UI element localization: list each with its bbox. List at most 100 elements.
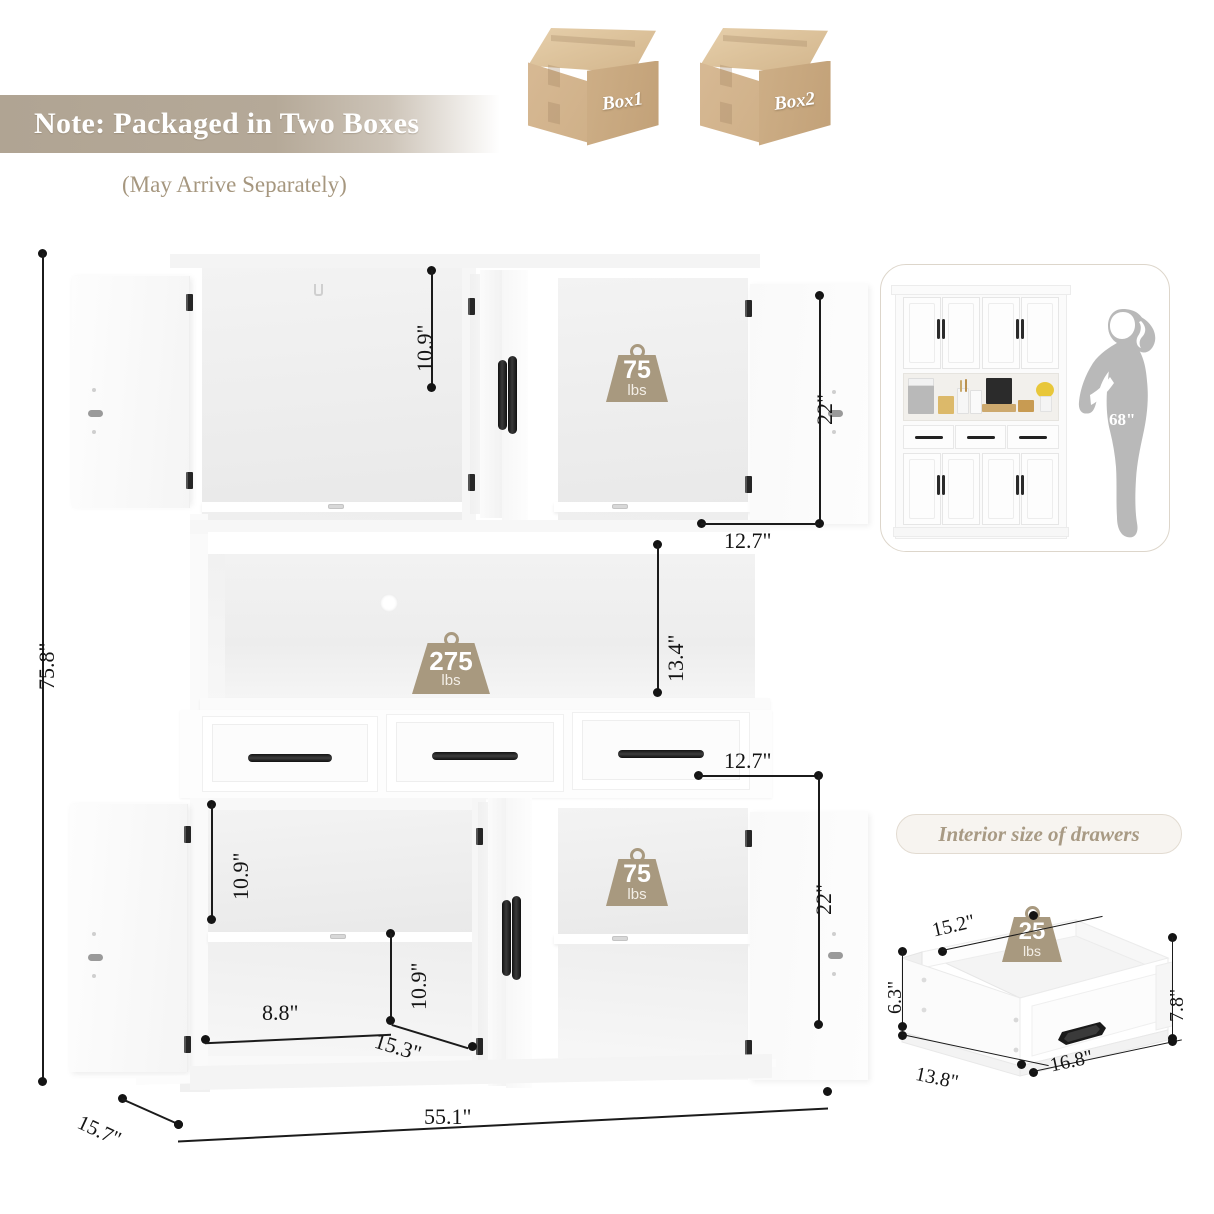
bottom-right-shelf-peg (612, 936, 628, 941)
mini-upper-handle-1[interactable] (937, 319, 940, 339)
bottom-left-door2[interactable] (488, 798, 508, 1086)
scale-reference-card: 68" (880, 264, 1170, 552)
bottom-right-door1-handle[interactable] (502, 900, 511, 976)
top-right-door1-handle-b[interactable] (508, 356, 517, 434)
bottom-right-door2-dot-lower (832, 972, 836, 976)
prop-chalkboard (986, 378, 1012, 404)
dim-bottom-upper-clearance-label: 10.9" (228, 852, 253, 900)
bottom-right-interior-lower (558, 944, 748, 1064)
top-right-door2-dot-lower (832, 430, 836, 434)
mini-upper-door-4[interactable] (1021, 297, 1059, 369)
top-shelf-weight-unit: lbs (627, 381, 647, 399)
bottom-left-door-dot-lower (92, 974, 96, 978)
drawer-handle-3[interactable] (618, 750, 704, 758)
mini-cabinet-crown (891, 285, 1071, 295)
mini-lower-door-4[interactable] (1021, 453, 1059, 525)
top-right-door2[interactable] (750, 284, 868, 524)
dim-bot-door-h-dot-bottom (814, 1020, 823, 1029)
dim-width-dot-right (823, 1087, 832, 1096)
top-shelf-weight-value: 75 (623, 356, 651, 385)
dim-middle-clear-line (657, 544, 659, 691)
dim-drawer-left-line (902, 951, 904, 1025)
bottom-right-door1-handle-b[interactable] (512, 896, 521, 980)
drawer-front-1-inset (212, 724, 368, 782)
dim-drawer-left-label: 6.3" (884, 980, 906, 1014)
dim-drawer-right-label: 7.8" (1166, 988, 1188, 1022)
drawer-handle-1[interactable] (248, 754, 332, 762)
dim-top-door-width-label: 12.7" (724, 528, 772, 553)
mini-cabinet (891, 285, 1071, 539)
top-left-door2[interactable] (480, 270, 502, 518)
bottom-right-door2-dot-upper (832, 932, 836, 936)
bottom-left-door[interactable] (70, 804, 188, 1072)
mini-open-shelf (903, 373, 1059, 421)
prop-bowl (1018, 400, 1034, 412)
package-note-text: Note: Packaged in Two Boxes (34, 107, 420, 140)
prop-canister-2 (970, 390, 982, 414)
bottom-left-top-panel (208, 798, 472, 810)
top-right-door1-handle[interactable] (498, 360, 507, 430)
drawer-handle-2[interactable] (432, 752, 518, 760)
top-left-door-latch (88, 410, 103, 417)
bottom-right-door2[interactable] (750, 812, 868, 1080)
bottom-left-interior-lower (208, 942, 472, 1062)
bottom-left-door2-hinge-lower (476, 1038, 483, 1055)
mini-lower-door-3[interactable] (982, 453, 1020, 525)
dim-middle-clear-dot-bottom (653, 688, 662, 697)
middle-weight-value: 275 (429, 645, 473, 676)
top-left-door-hinge-upper (186, 294, 193, 311)
drawer-card-title: Interior size of drawers (938, 821, 1140, 846)
prop-utensil-1 (960, 380, 962, 392)
top-left-door2-hinge-upper (468, 298, 475, 315)
bottom-left-door-latch (88, 954, 103, 961)
bottom-left-door-dot-upper (92, 932, 96, 936)
top-left-interior-upper (202, 268, 462, 508)
mini-upper-handle-3[interactable] (1016, 319, 1019, 339)
mini-drawer-2[interactable] (955, 425, 1006, 449)
prop-utensil-2 (965, 379, 967, 392)
dim-top-shelf-clearance-label: 10.9" (412, 324, 437, 372)
mini-lower-handle-3[interactable] (1016, 475, 1019, 495)
package-note-banner: Note: Packaged in Two Boxes (0, 95, 500, 153)
dim-bottom-door-width-label: 12.7" (724, 748, 772, 773)
top-right-door2-hinge-lower (745, 476, 752, 493)
bottom-shelf-weight-badge: 75 lbs (606, 848, 668, 906)
top-right-shelf (554, 502, 750, 512)
top-right-shelf-peg (612, 504, 628, 509)
dim-bot-low-clear-dot-bottom (386, 1016, 395, 1025)
mini-upper-door-2[interactable] (942, 297, 980, 369)
mini-drawer-3[interactable] (1007, 425, 1059, 449)
prop-snack-jar (938, 396, 954, 414)
mini-lower-handle-4[interactable] (1021, 475, 1024, 495)
box2-tape-upper (720, 64, 732, 87)
dim-top-door-h-line (819, 295, 821, 522)
dim-bot-door-h-line (818, 775, 820, 1023)
top-left-door-dot-lower (92, 430, 96, 434)
mini-lower-door-1[interactable] (903, 453, 941, 525)
carton-box-2: Box2 (700, 28, 831, 153)
bottom-left-door-hinge-lower (184, 1036, 191, 1053)
dim-top-door-h-dot-bottom (815, 519, 824, 528)
mini-lower-door-2[interactable] (942, 453, 980, 525)
top-left-door2-hinge-lower (468, 474, 475, 491)
top-right-door2-dot-upper (832, 390, 836, 394)
prop-sign (908, 378, 934, 386)
box1-tape-upper (548, 64, 560, 87)
mini-upper-door-1[interactable] (903, 297, 941, 369)
dim-bot-width-dot-left (201, 1035, 210, 1044)
mini-drawer-1[interactable] (903, 425, 954, 449)
middle-weight-unit: lbs (441, 672, 461, 690)
dim-top-clear-line (431, 270, 433, 386)
mini-upper-handle-4[interactable] (1021, 319, 1024, 339)
mini-upper-door-3[interactable] (982, 297, 1020, 369)
mini-lower-handle-2[interactable] (942, 475, 945, 495)
top-left-door[interactable] (72, 276, 190, 508)
mini-lower-handle-1[interactable] (937, 475, 940, 495)
dim-top-door-w-line (701, 523, 819, 525)
top-right-door2-latch (828, 410, 843, 417)
dim-bottom-door-height-label: 22" (811, 884, 836, 915)
dim-height-line (42, 253, 44, 1081)
box1-tape-lower (548, 101, 560, 125)
mini-upper-handle-2[interactable] (942, 319, 945, 339)
